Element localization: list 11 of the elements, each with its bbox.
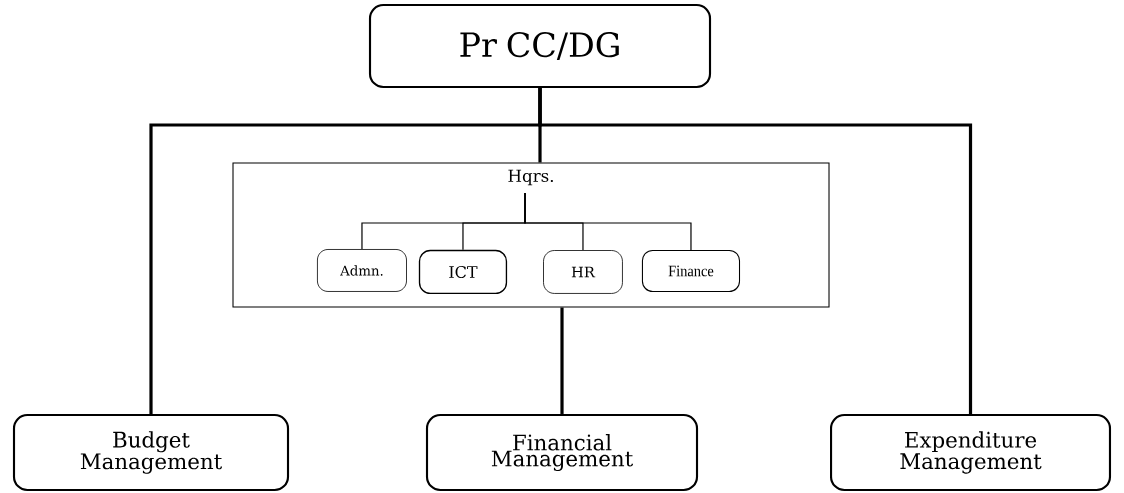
department-box: Budget Management [12, 413, 290, 492]
connector-line [524, 192, 692, 251]
unit-box: ICT [418, 249, 508, 295]
unit-box: Admn. [317, 249, 407, 292]
connector-line [538, 88, 973, 414]
unit-box: HR [543, 250, 623, 294]
department-box: Expenditure Management [829, 413, 1112, 492]
department-box: Financial Management [425, 413, 699, 492]
unit-box: Finance [641, 249, 741, 293]
connector-line [560, 307, 564, 414]
top-box: Pr CC/DG [368, 3, 712, 89]
